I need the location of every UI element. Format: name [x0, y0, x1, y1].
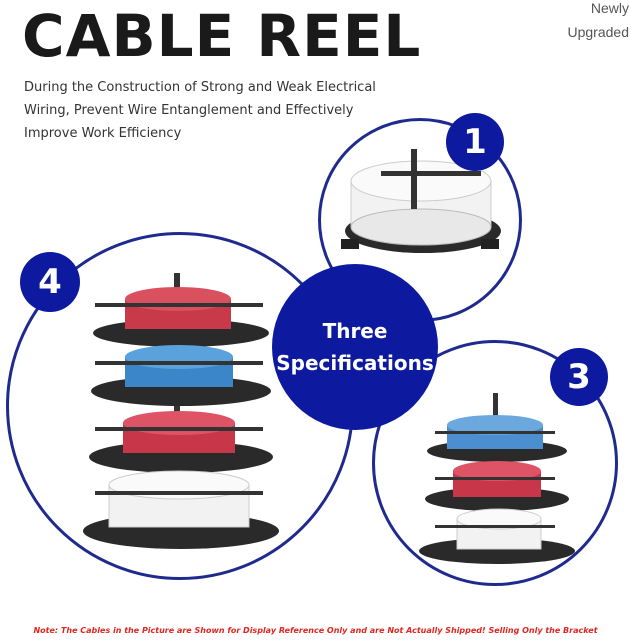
three-specifications-circle: Three Specifications: [272, 264, 438, 430]
center-line-2: Specifications: [276, 351, 434, 375]
subtitle-line-1: During the Construction of Strong and We…: [24, 80, 376, 95]
subtitle-line-3: Improve Work Efficiency: [24, 126, 182, 141]
page-title: CABLE REEL: [22, 2, 422, 70]
badge-line-2: Upgraded: [567, 24, 630, 40]
upgrade-badge: Newly Upgraded: [568, 0, 630, 44]
spec-badge-4: 4: [20, 252, 80, 312]
spec-badge-3: 3: [550, 348, 608, 406]
subtitle: During the Construction of Strong and We…: [24, 76, 404, 145]
center-line-1: Three: [322, 319, 388, 343]
spec-badge-1: 1: [446, 113, 504, 171]
badge-line-1: Newly: [590, 0, 629, 16]
reel-1-tier-image: [318, 118, 522, 322]
disclaimer-note: Note: The Cables in the Picture are Show…: [33, 626, 598, 635]
subtitle-line-2: Wiring, Prevent Wire Entanglement and Ef…: [24, 103, 354, 118]
